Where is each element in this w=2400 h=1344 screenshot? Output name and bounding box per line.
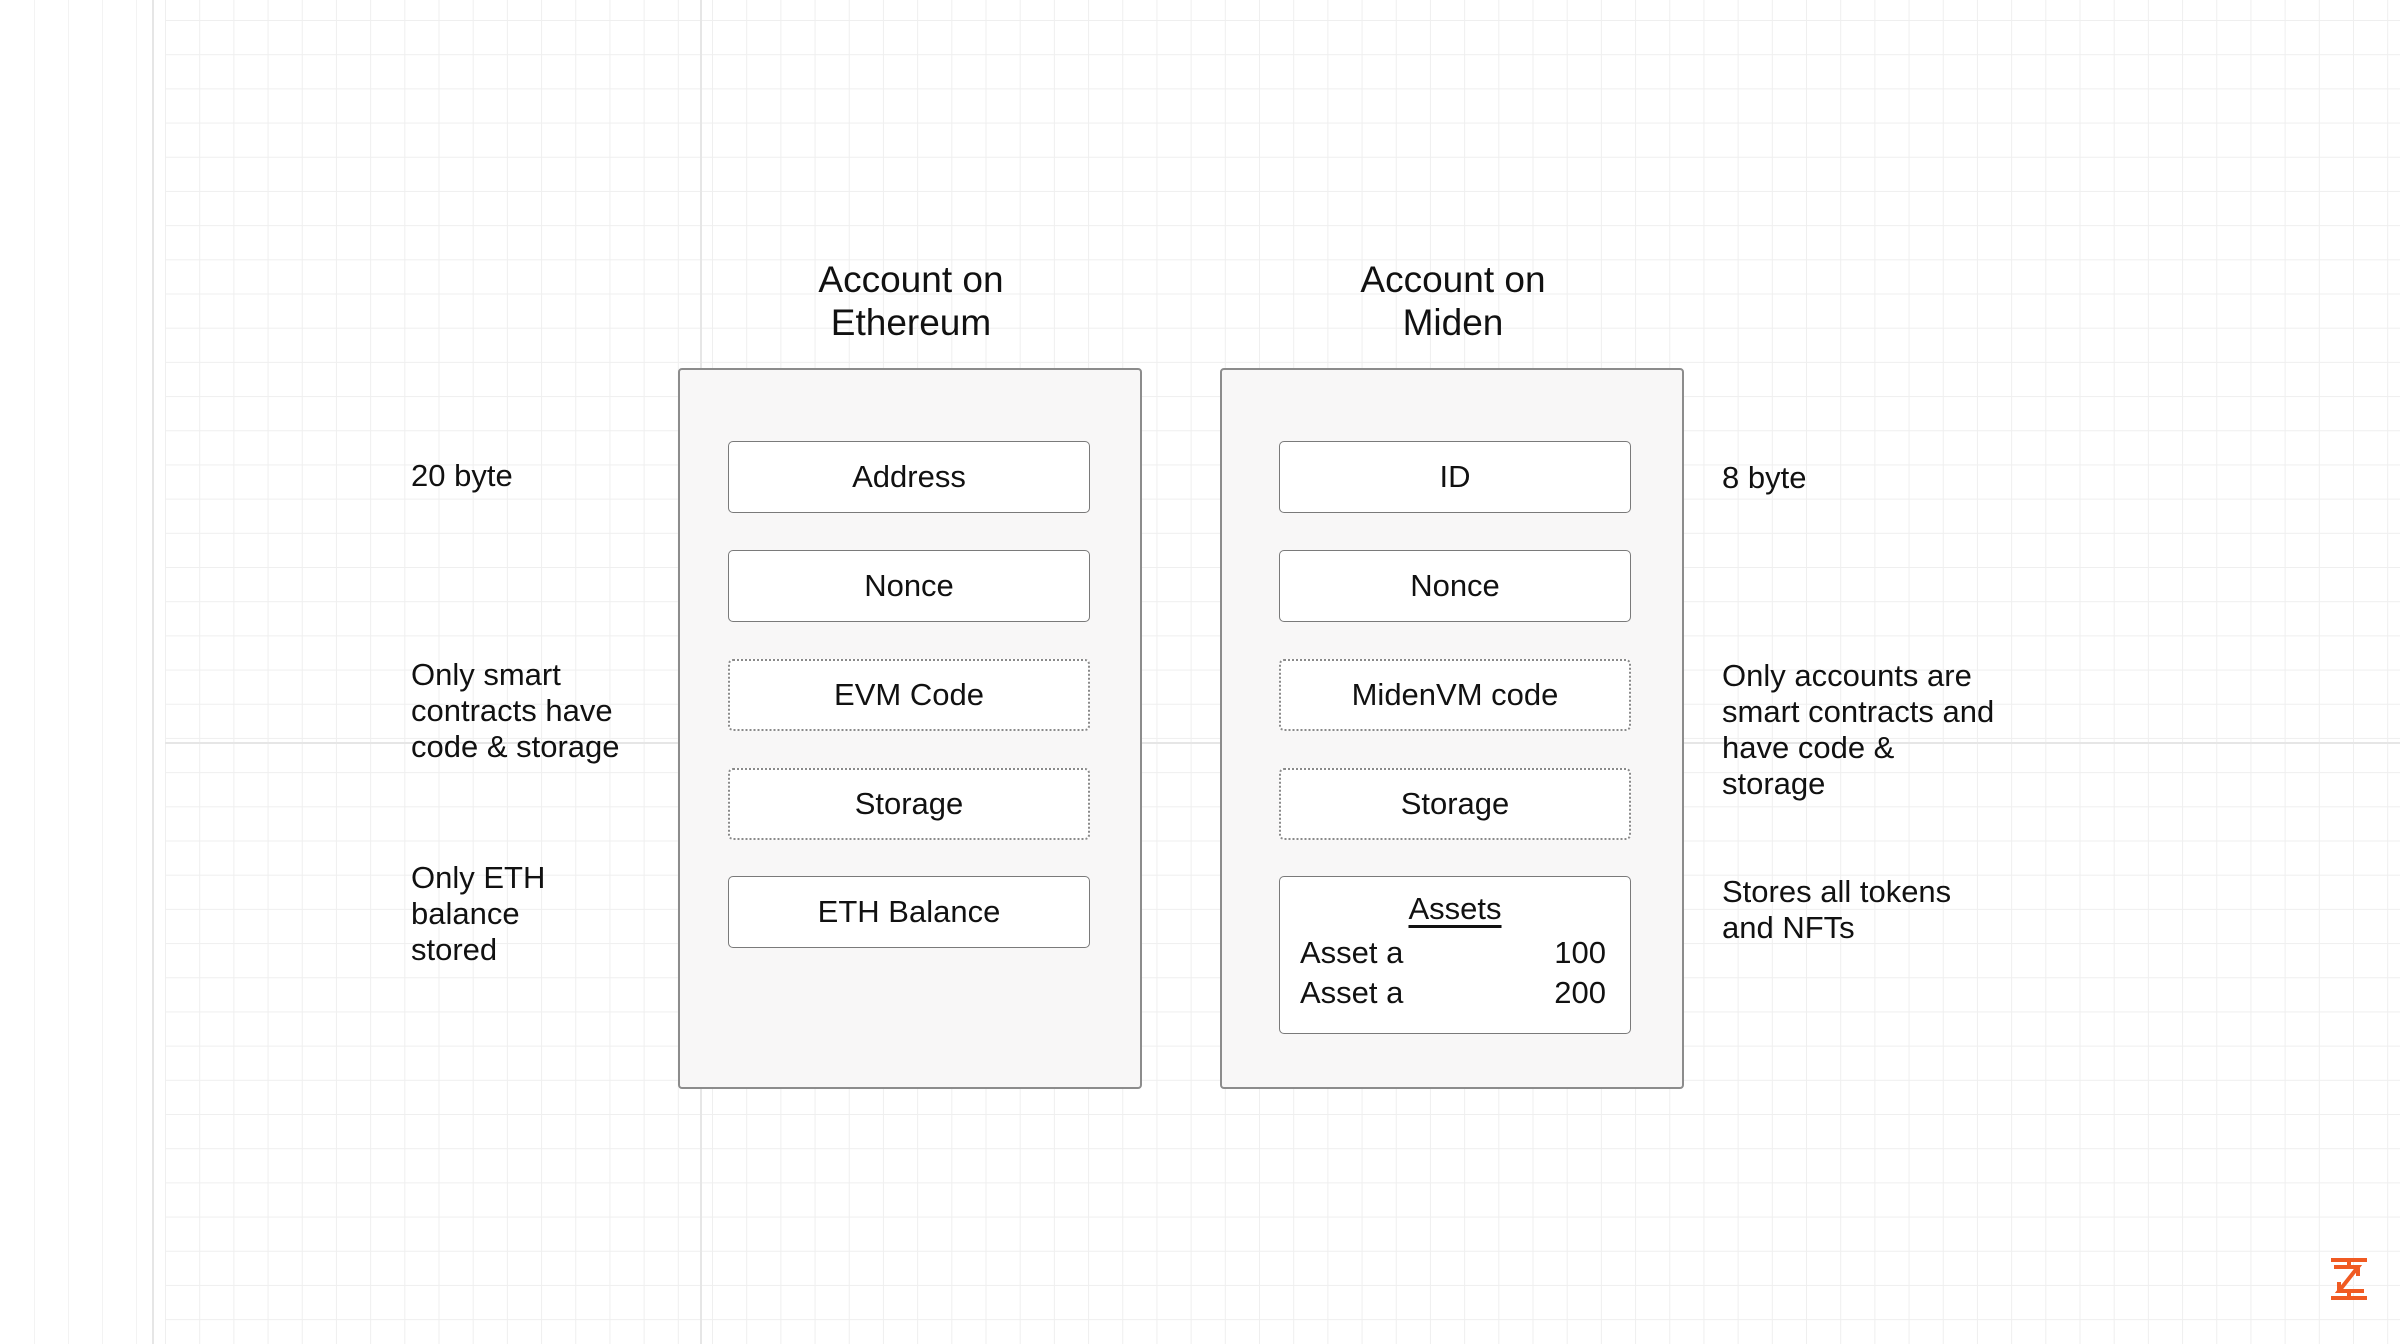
address-label: Address [852,459,966,494]
miden-account-panel: ID Nonce MidenVM code Storage Assets Ass… [1220,368,1684,1089]
eth-balance-label: ETH Balance [817,894,1001,929]
address-field: Address [728,441,1090,513]
miden-storage-field: Storage [1279,768,1631,840]
ethereum-title-text: Account on Ethereum [818,259,1004,343]
miden-storage-label: Storage [1400,786,1510,821]
id-size-note: 8 byte [1722,460,1807,495]
eth-balance-note: Only ETH balance stored [411,860,546,967]
miden-title-text: Account on Miden [1360,259,1546,343]
miden-nonce-label: Nonce [1410,568,1500,603]
grid-line [34,0,35,1344]
ethereum-account-panel: Address Nonce EVM Code Storage ETH Balan… [678,368,1142,1089]
eth-balance-field: ETH Balance [728,876,1090,948]
ethereum-title: Account on Ethereum [678,258,1144,344]
miden-logo-icon [2331,1258,2367,1300]
asset-name: Asset a [1300,975,1404,1010]
assets-title: Assets [1408,891,1502,926]
asset-value: 100 [1554,935,1606,970]
asset-name: Asset a [1300,935,1404,970]
id-field: ID [1279,441,1631,513]
id-label: ID [1439,459,1471,494]
asset-row: Asset a 100 [1300,935,1606,975]
miden-nonce-field: Nonce [1279,550,1631,622]
eth-storage-field: Storage [728,768,1090,840]
assets-field: Assets Asset a 100 Asset a 200 [1279,876,1631,1034]
miden-assets-note: Stores all tokens and NFTs [1722,874,1952,945]
eth-nonce-label: Nonce [864,568,954,603]
grid-major-line [152,0,154,1344]
midenvm-code-label: MidenVM code [1351,677,1559,712]
evm-code-field: EVM Code [728,659,1090,731]
miden-title: Account on Miden [1220,258,1686,344]
grid-line [102,0,103,1344]
asset-value: 200 [1554,975,1606,1010]
miden-code-note: Only accounts are smart contracts and ha… [1722,658,1995,801]
asset-row: Asset a 200 [1300,975,1606,1015]
eth-storage-label: Storage [854,786,964,821]
eth-nonce-field: Nonce [728,550,1090,622]
midenvm-code-field: MidenVM code [1279,659,1631,731]
grid-line [68,0,69,1344]
grid-line [136,0,137,1344]
address-size-note: 20 byte [411,458,513,493]
eth-code-note: Only smart contracts have code & storage [411,657,620,764]
evm-code-label: EVM Code [834,677,984,712]
